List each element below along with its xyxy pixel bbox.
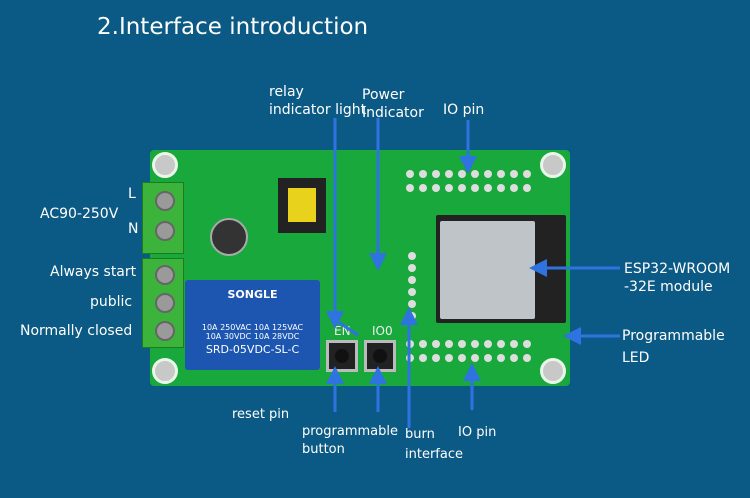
relay-brand: SONGLE [227,288,278,301]
esp-label: ESP32-WROOM-32E module [624,261,731,295]
always-start-label: Always start [50,264,137,280]
relay-model: SRD-05VDC-SL-C [205,343,300,356]
mount-hole [152,358,178,384]
relay: SONGLE 10A 250VAC 10A 125VAC 10A 30VDC 1… [185,280,320,370]
page-title: 2.Interface introduction [97,14,369,40]
reset-pin-label: reset pin [232,407,290,422]
mount-hole [152,152,178,178]
relay-terminal [142,258,184,348]
mount-hole [540,152,566,178]
relay-rating: 10A 250VAC 10A 125VAC 10A 30VDC 10A 28VD… [201,323,304,341]
public-label: public [90,294,133,310]
capacitor [210,218,248,256]
normally-closed-label: Normally closed [20,323,133,339]
io-pin-top-label: IO pin [443,102,485,118]
l-label: L [128,186,136,202]
ac-terminal [142,182,184,254]
n-label: N [128,221,139,237]
io-header-top [406,170,531,192]
io-pin-bottom-label: IO pin [458,425,497,440]
mount-hole [540,358,566,384]
io0-label: IO0 [372,324,393,338]
ac-label: AC90-250V [40,206,119,222]
transformer [278,178,326,233]
esp32-module [436,215,566,323]
